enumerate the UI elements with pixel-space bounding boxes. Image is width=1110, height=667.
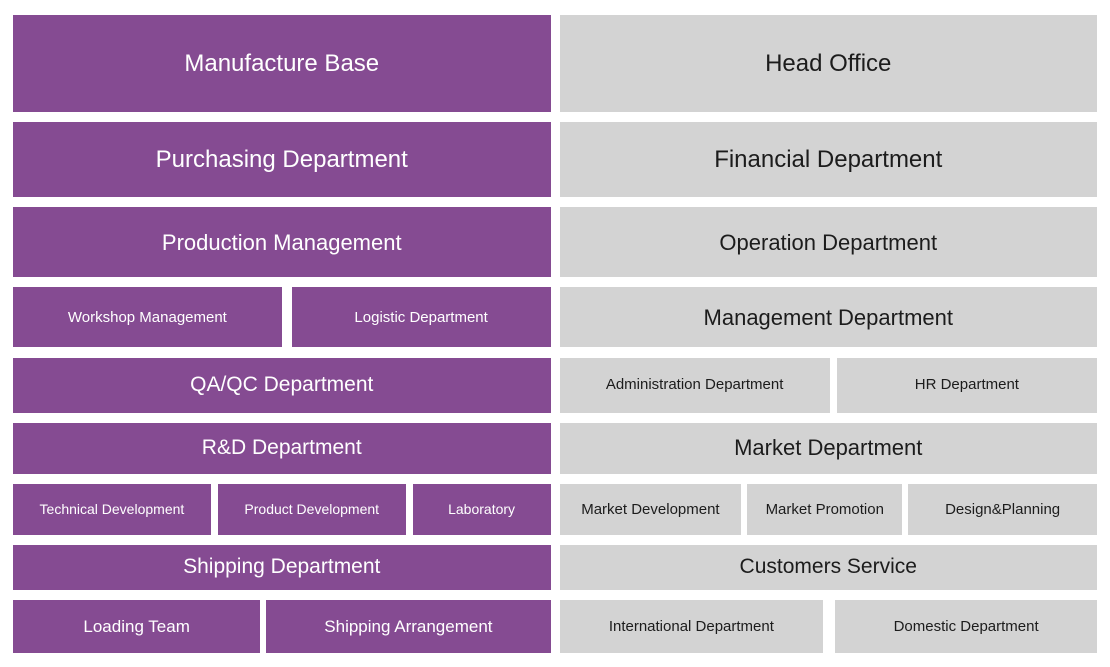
row-manufacture-base: Manufacture Base	[13, 15, 551, 112]
block-laboratory: Laboratory	[412, 483, 551, 535]
block-manufacture-base: Manufacture Base	[13, 15, 551, 112]
row-admin-hr: Administration Department HR Department	[559, 357, 1097, 413]
block-management-department: Management Department	[559, 287, 1097, 348]
head-office-column: Head Office Financial Department Operati…	[559, 15, 1098, 653]
row-market-subteams: Market Development Market Promotion Desi…	[559, 483, 1098, 535]
block-market-development: Market Development	[559, 483, 742, 535]
row-customers-service: Customers Service	[559, 544, 1097, 590]
block-shipping-department: Shipping Department	[13, 544, 551, 590]
block-administration-department: Administration Department	[559, 357, 830, 413]
block-shipping-arrangement: Shipping Arrangement	[266, 600, 551, 653]
block-operation-department: Operation Department	[559, 207, 1097, 278]
block-hr-department: HR Department	[836, 357, 1097, 413]
row-rd-subteams: Technical Development Product Developmen…	[13, 483, 551, 535]
org-chart: Manufacture Base Purchasing Department P…	[13, 15, 1098, 653]
row-rd-department: R&D Department	[13, 422, 551, 474]
block-qaqc-department: QA/QC Department	[13, 357, 551, 413]
block-international-department: International Department	[559, 600, 824, 653]
row-market-department: Market Department	[559, 422, 1097, 474]
block-head-office: Head Office	[559, 15, 1097, 112]
row-shipping-department: Shipping Department	[13, 544, 551, 590]
block-design-planning: Design&Planning	[908, 483, 1098, 535]
block-loading-team: Loading Team	[13, 600, 261, 653]
row-purchasing-department: Purchasing Department	[13, 122, 551, 198]
block-rd-department: R&D Department	[13, 422, 551, 474]
row-operation-department: Operation Department	[559, 207, 1097, 278]
block-production-management: Production Management	[13, 207, 551, 278]
manufacture-base-column: Manufacture Base Purchasing Department P…	[13, 15, 551, 653]
block-purchasing-department: Purchasing Department	[13, 122, 551, 198]
row-financial-department: Financial Department	[559, 122, 1097, 198]
row-production-management: Production Management	[13, 207, 551, 278]
block-market-department: Market Department	[559, 422, 1097, 474]
row-workshop-logistic: Workshop Management Logistic Department	[13, 287, 551, 348]
row-qaqc-department: QA/QC Department	[13, 357, 551, 413]
block-customers-service: Customers Service	[559, 544, 1097, 590]
block-financial-department: Financial Department	[559, 122, 1097, 198]
row-management-department: Management Department	[559, 287, 1097, 348]
row-customers-subteams: International Department Domestic Depart…	[559, 600, 1097, 653]
row-head-office: Head Office	[559, 15, 1097, 112]
block-technical-development: Technical Development	[13, 483, 211, 535]
block-workshop-management: Workshop Management	[13, 287, 282, 348]
block-product-development: Product Development	[217, 483, 406, 535]
block-domestic-department: Domestic Department	[835, 600, 1097, 653]
row-shipping-subteams: Loading Team Shipping Arrangement	[13, 600, 551, 653]
block-market-promotion: Market Promotion	[747, 483, 903, 535]
block-logistic-department: Logistic Department	[291, 287, 551, 348]
